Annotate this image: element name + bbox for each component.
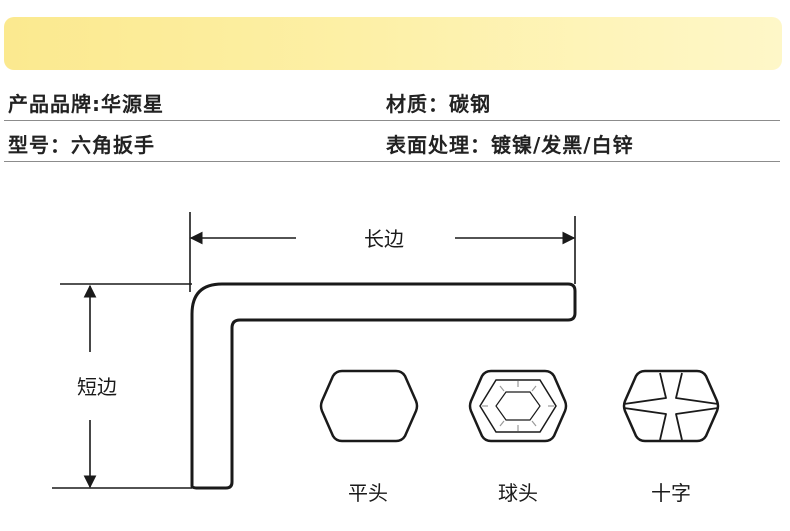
short-side-label: 短边 <box>77 375 117 399</box>
cross-tip-icon <box>622 369 720 443</box>
long-side-dimension <box>189 212 576 292</box>
hex-key-outline <box>190 282 577 490</box>
flat-tip-label: 平头 <box>348 481 388 505</box>
spec-surface: 表面处理：镀镍/发黑/白锌 <box>386 133 634 157</box>
spec-brand: 产品品牌:华源星 <box>8 92 164 116</box>
header-banner <box>4 17 782 70</box>
spec-table: 产品品牌:华源星 材质：碳钢 型号：六角扳手 表面处理：镀镍/发黑/白锌 <box>4 80 780 162</box>
long-side-label: 长边 <box>364 227 404 251</box>
ball-tip-icon <box>468 369 568 443</box>
flat-tip-icon <box>319 369 419 443</box>
cross-tip-label: 十字 <box>651 481 691 505</box>
spec-material: 材质：碳钢 <box>386 92 491 116</box>
spec-row-model: 型号：六角扳手 表面处理：镀镍/发黑/白锌 <box>4 121 780 162</box>
spec-row-brand: 产品品牌:华源星 材质：碳钢 <box>4 80 780 121</box>
short-side-dimension <box>52 283 192 489</box>
spec-model: 型号：六角扳手 <box>8 133 155 157</box>
ball-tip-label: 球头 <box>498 481 538 505</box>
